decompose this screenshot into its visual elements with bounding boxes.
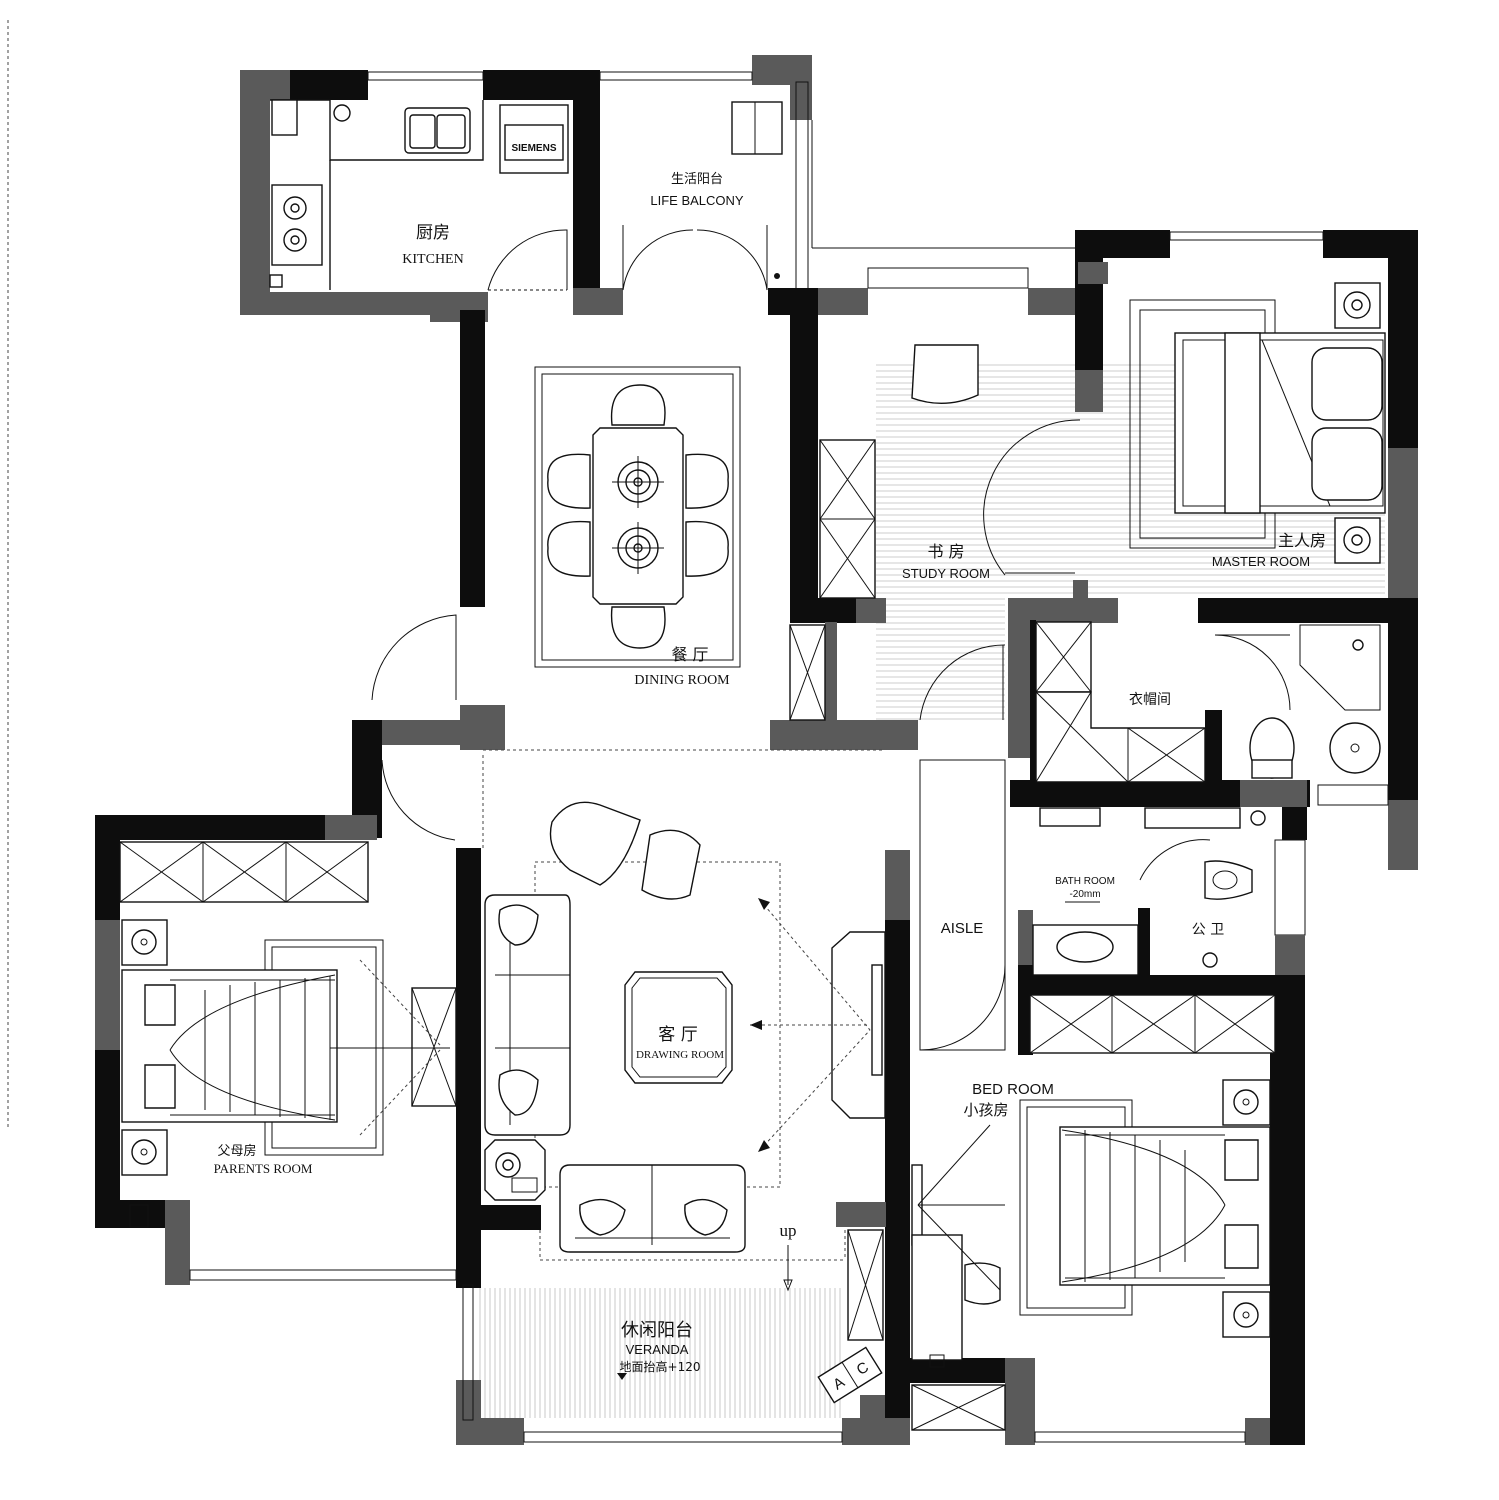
study-room: 书 房 STUDY ROOM <box>789 344 1081 721</box>
dining-label-cn: 餐 厅 <box>671 645 708 664</box>
parents-room: 父母房 PARENTS ROOM <box>119 841 457 1228</box>
public-bathroom: BATH ROOM -20mm 公 卫 <box>1032 807 1266 976</box>
study-chair-icon <box>911 344 979 405</box>
dining-label-en: DINING ROOM <box>634 673 730 688</box>
master-room: 主人房 MASTER ROOM <box>1129 282 1386 569</box>
vanity-icon <box>1032 924 1139 976</box>
parents-label-en: PARENTS ROOM <box>214 1161 313 1176</box>
dining-room: 餐 厅 DINING ROOM <box>371 366 741 701</box>
coffee-table-icon <box>624 971 733 1084</box>
child-desk-icon <box>911 1234 963 1361</box>
wardrobe-icon <box>1029 994 1276 1054</box>
nightstand-lamp-icon <box>1334 282 1381 329</box>
study-label-cn: 书 房 <box>927 542 964 561</box>
squat-toilet-icon <box>1204 860 1253 900</box>
drawing-label-cn: 客 厅 <box>658 1025 697 1045</box>
basin-icon <box>1329 722 1381 774</box>
armchair-icon <box>549 801 641 886</box>
master-label-en: MASTER ROOM <box>1212 554 1310 569</box>
dining-table-icon <box>592 427 684 605</box>
drawing-label-en: DRAWING ROOM <box>636 1049 724 1061</box>
washing-machine-icon <box>731 101 783 155</box>
bath-label-en: BATH ROOM <box>1055 876 1115 887</box>
up-label: up <box>780 1221 797 1240</box>
life-balcony-label-en: LIFE BALCONY <box>650 193 744 208</box>
cloakroom-label-cn: 衣帽间 <box>1129 692 1171 708</box>
walls <box>95 55 1418 1445</box>
life-balcony: 生活阳台 LIFE BALCONY <box>622 101 783 291</box>
veranda: 休闲阳台 VERANDA 地面抬高+120 A C <box>462 1229 884 1421</box>
child-label-en: BED ROOM <box>972 1081 1054 1098</box>
ottoman-icon <box>641 829 701 900</box>
aisle-label: AISLE <box>941 920 984 937</box>
public-wc-label-cn: 公 卫 <box>1192 922 1224 938</box>
child-label-cn: 小孩房 <box>963 1101 1008 1119</box>
aisle: AISLE <box>919 759 1276 1054</box>
drawing-room: 客 厅 DRAWING ROOM up <box>381 749 886 1292</box>
kitchen-label-cn: 厨房 <box>416 223 450 243</box>
ac-unit-icon: A C <box>817 1346 883 1404</box>
master-label-cn: 主人房 <box>1278 531 1326 550</box>
life-balcony-label-cn: 生活阳台 <box>671 172 723 187</box>
child-room: BED ROOM 小孩房 <box>911 1079 1271 1431</box>
refrigerator-icon <box>271 99 298 136</box>
appliance-brand-label: SIEMENS <box>511 143 556 154</box>
parents-label-cn: 父母房 <box>217 1143 256 1159</box>
bath-note: -20mm <box>1069 889 1100 900</box>
study-label-en: STUDY ROOM <box>902 566 990 581</box>
stove-icon <box>271 184 323 266</box>
oven-icon <box>499 104 569 174</box>
kitchen: SIEMENS 厨房 KITCHEN <box>269 99 569 291</box>
cloakroom: 衣帽间 <box>1035 621 1381 783</box>
veranda-note: 地面抬高+120 <box>620 1359 701 1374</box>
veranda-label-cn: 休闲阳台 <box>621 1320 693 1341</box>
kitchen-label-en: KITCHEN <box>402 252 463 267</box>
windows <box>189 71 1389 1443</box>
veranda-label-en: VERANDA <box>626 1342 689 1357</box>
